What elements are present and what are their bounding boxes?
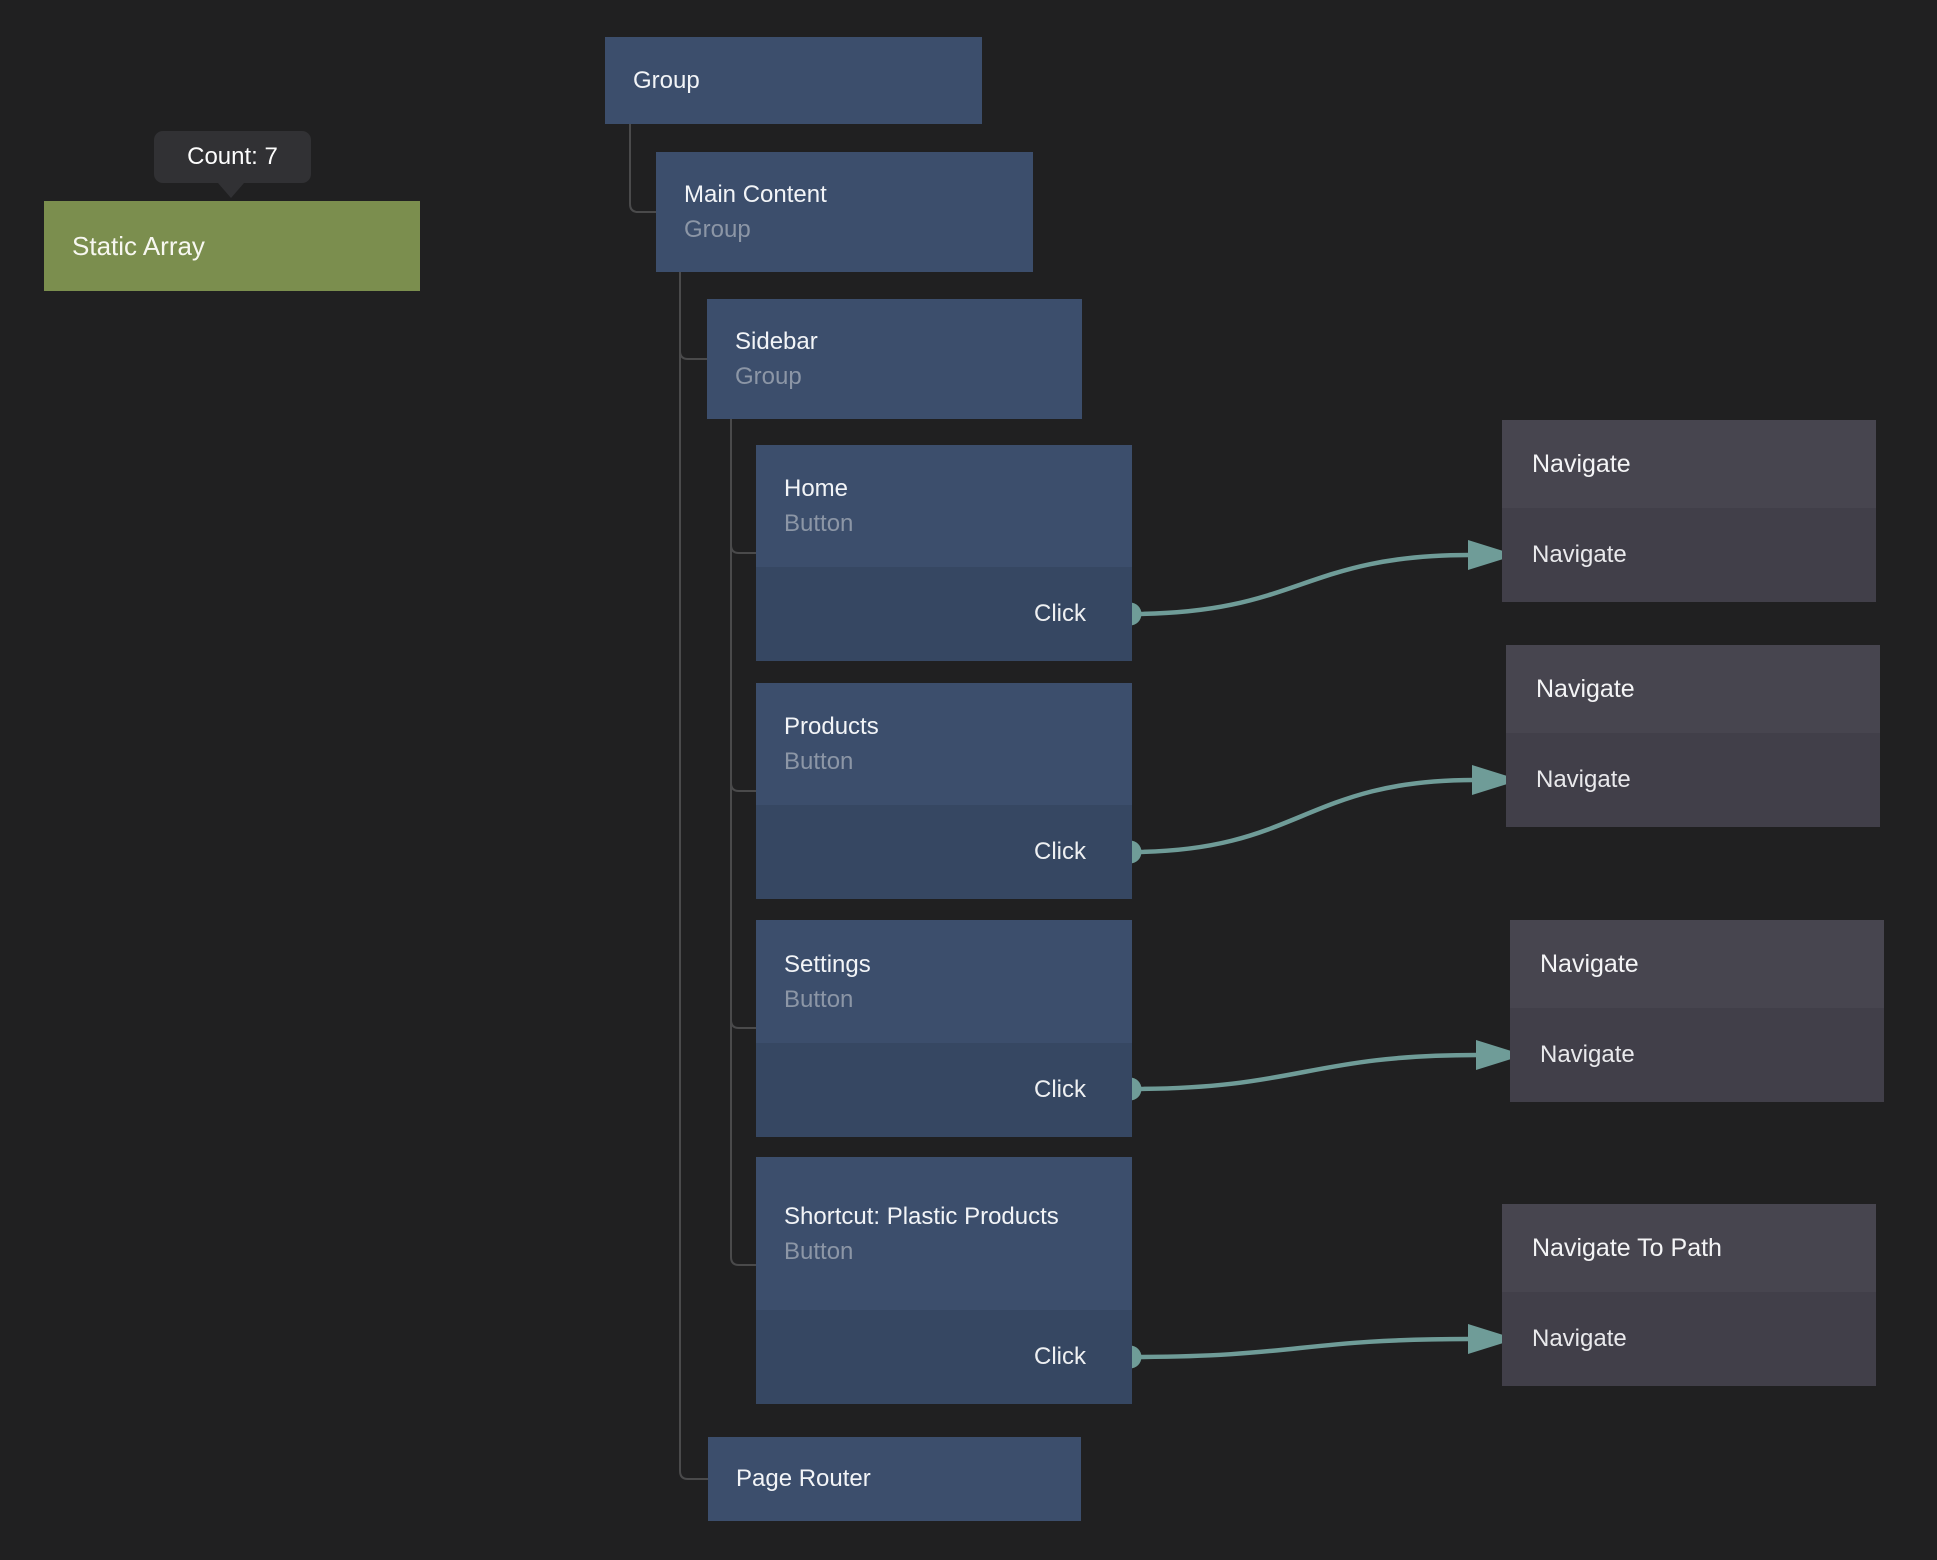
tree-line-group: [629, 124, 656, 213]
input-action-label: Navigate: [1532, 541, 1627, 568]
node-navigate-1[interactable]: Navigate Navigate: [1502, 420, 1876, 602]
node-navigate-3[interactable]: Navigate Navigate: [1510, 920, 1884, 1102]
connection-settings-navigate[interactable]: [1127, 1052, 1481, 1092]
node-header: Products Button: [756, 683, 1132, 805]
input-action-label: Navigate: [1540, 1041, 1635, 1068]
output-port-row: Click: [756, 805, 1132, 899]
tree-stub-home: [730, 544, 756, 554]
node-title: Navigate: [1540, 949, 1639, 978]
tree-line-main-content: [679, 272, 708, 1480]
output-port-row: Click: [756, 1310, 1132, 1404]
node-header: Home Button: [756, 445, 1132, 567]
output-port-row: Click: [756, 1043, 1132, 1137]
node-title: Navigate: [1536, 674, 1635, 703]
tree-stub-products: [730, 782, 756, 792]
tree-stub-sidebar: [679, 343, 707, 360]
input-action-row[interactable]: Navigate: [1506, 733, 1880, 827]
node-type-label: Button: [784, 748, 854, 776]
node-header: Navigate To Path: [1502, 1204, 1876, 1292]
node-title: Settings: [784, 950, 871, 978]
output-port-label: Click: [1034, 838, 1086, 865]
node-sidebar[interactable]: Sidebar Group: [707, 299, 1082, 419]
node-page-router[interactable]: Page Router: [708, 1437, 1081, 1521]
node-group[interactable]: Group: [605, 37, 982, 124]
node-home-button[interactable]: Home Button Click: [756, 445, 1132, 661]
node-title: Sidebar: [735, 328, 818, 356]
node-main-content[interactable]: Main Content Group: [656, 152, 1033, 272]
output-port-row: Click: [756, 567, 1132, 661]
node-type-label: Group: [735, 363, 802, 391]
node-navigate-to-path[interactable]: Navigate To Path Navigate: [1502, 1204, 1876, 1386]
output-port-label: Click: [1034, 600, 1086, 627]
tooltip-text: Count: 7: [187, 143, 278, 170]
connection-shortcut-navigate[interactable]: [1127, 1336, 1473, 1360]
node-type-label: Button: [784, 1237, 854, 1265]
node-header: Navigate: [1506, 645, 1880, 733]
node-title: Products: [784, 713, 879, 741]
node-shortcut-plastic-products-button[interactable]: Shortcut: Plastic Products Button Click: [756, 1157, 1132, 1404]
node-navigate-2[interactable]: Navigate Navigate: [1506, 645, 1880, 827]
input-action-row[interactable]: Navigate: [1502, 508, 1876, 602]
input-action-label: Navigate: [1532, 1325, 1627, 1352]
node-title: Navigate: [1532, 449, 1631, 478]
node-header: Navigate: [1502, 420, 1876, 508]
node-type-label: Button: [784, 985, 854, 1013]
node-title: Page Router: [736, 1465, 871, 1492]
tree-line-sidebar: [730, 419, 756, 1266]
output-port-label: Click: [1034, 1343, 1086, 1370]
node-title: Group: [633, 66, 700, 94]
count-tooltip: Count: 7: [154, 131, 311, 198]
node-header: Shortcut: Plastic Products Button: [756, 1157, 1132, 1310]
node-title: Static Array: [72, 230, 205, 261]
node-header: Navigate: [1510, 920, 1884, 1008]
node-title: Navigate To Path: [1532, 1233, 1722, 1262]
node-header: Settings Button: [756, 920, 1132, 1043]
input-action-row[interactable]: Navigate: [1510, 1008, 1884, 1102]
connection-home-navigate[interactable]: [1127, 552, 1473, 617]
connection-products-navigate[interactable]: [1127, 777, 1477, 855]
node-static-array[interactable]: Static Array: [44, 201, 420, 291]
output-port-label: Click: [1034, 1076, 1086, 1103]
tree-stub-settings: [730, 1019, 756, 1029]
node-products-button[interactable]: Products Button Click: [756, 683, 1132, 899]
node-type-label: Button: [784, 510, 854, 538]
node-type-label: Group: [684, 216, 751, 244]
node-settings-button[interactable]: Settings Button Click: [756, 920, 1132, 1137]
input-action-row[interactable]: Navigate: [1502, 1292, 1876, 1386]
node-title: Shortcut: Plastic Products: [784, 1202, 1059, 1230]
node-title: Home: [784, 475, 849, 503]
input-action-label: Navigate: [1536, 766, 1631, 793]
node-title: Main Content: [684, 181, 827, 209]
